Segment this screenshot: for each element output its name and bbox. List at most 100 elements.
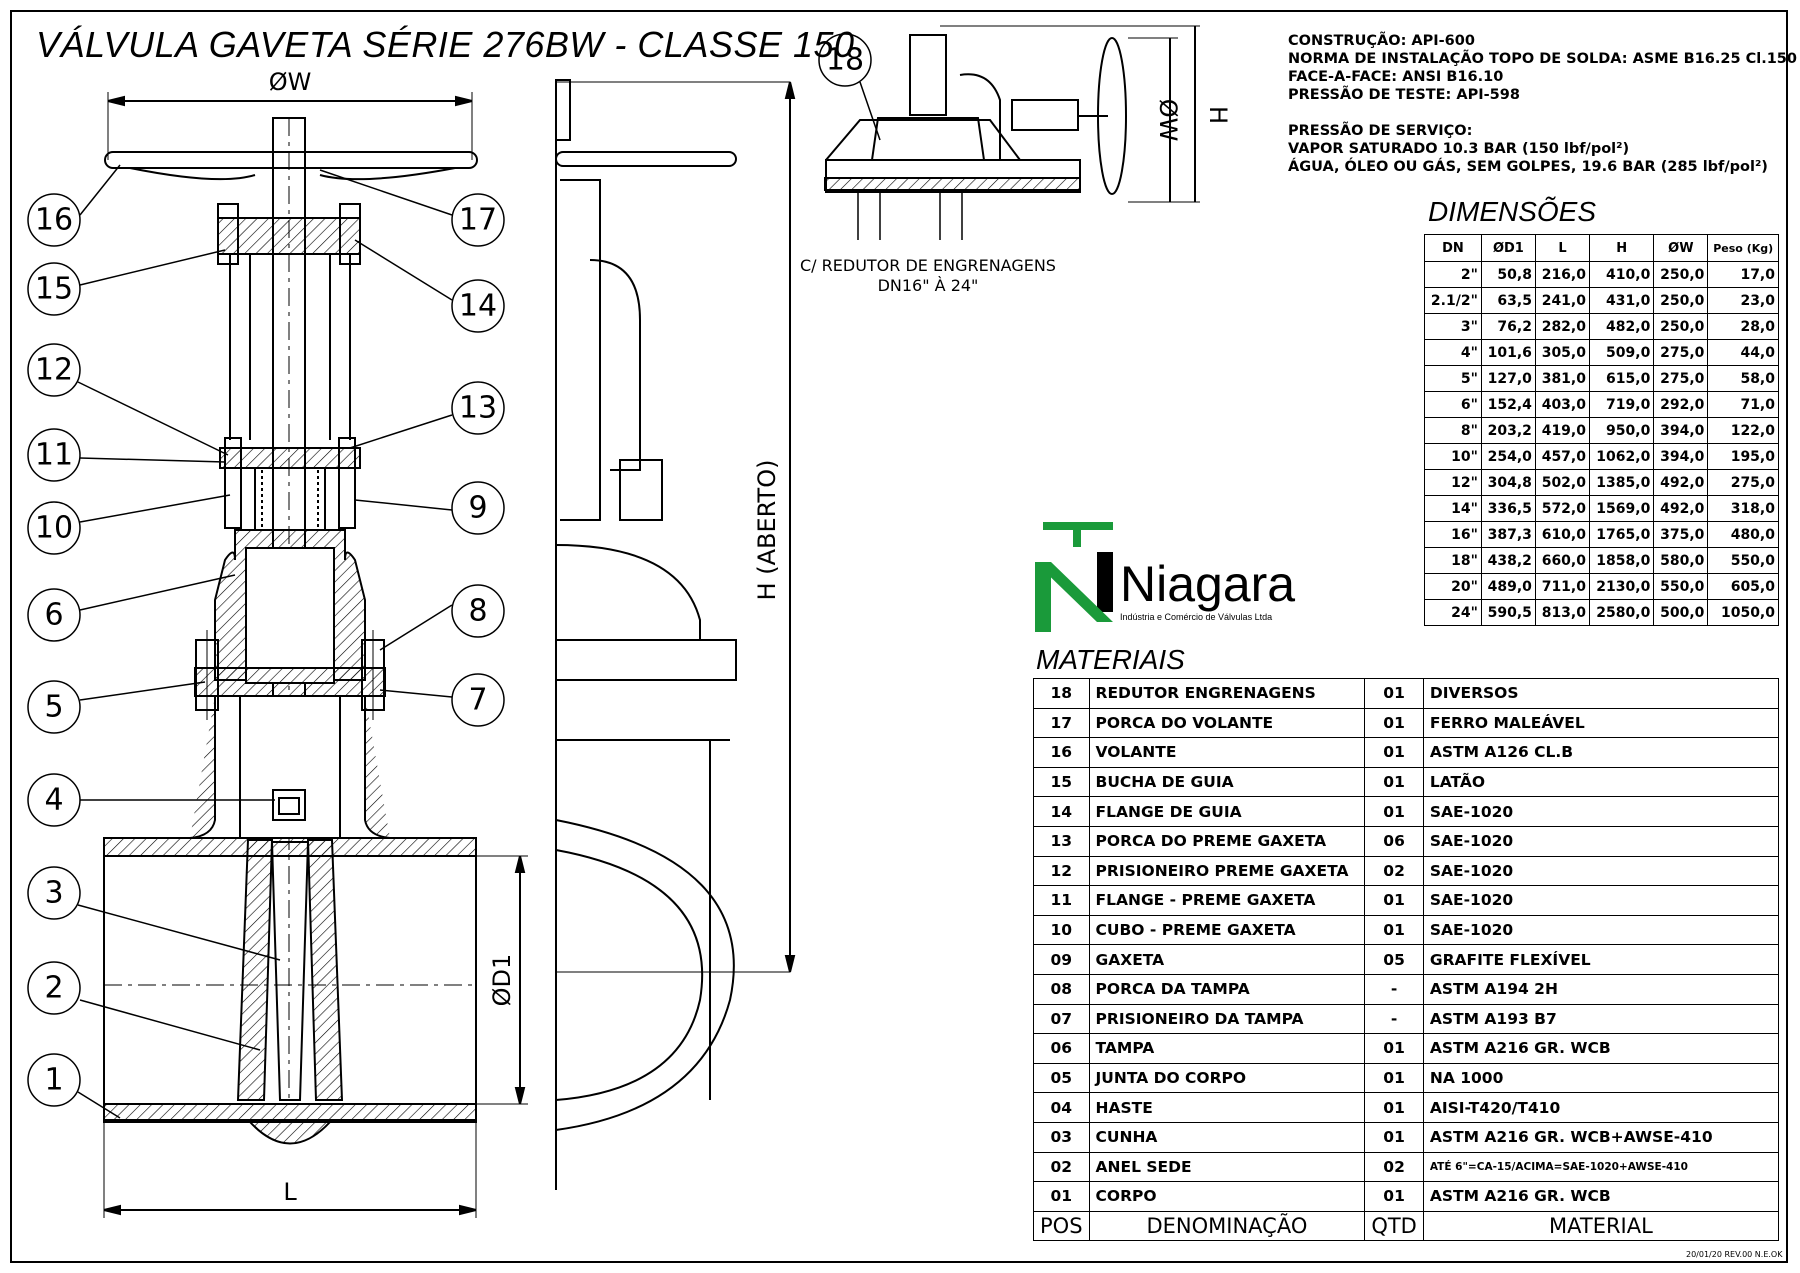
materials-cell: SAE-1020 (1422, 885, 1780, 916)
materials-cell: HASTE (1088, 1092, 1366, 1123)
dimensions-cell: 394,0 (1653, 443, 1709, 470)
dimensions-cell: 216,0 (1534, 261, 1591, 288)
materials-cell: 08 (1033, 973, 1090, 1005)
dimensions-cell: 457,0 (1534, 443, 1591, 470)
materials-cell: SAE-1020 (1422, 825, 1780, 857)
dimensions-cell: 480,0 (1707, 521, 1779, 548)
materials-cell: PORCA DA TAMPA (1088, 973, 1366, 1005)
drawing-frame (10, 10, 1788, 1263)
materials-cell: 12 (1033, 855, 1090, 887)
materials-title: MATERIAIS (1036, 644, 1185, 675)
dimensions-cell: 410,0 (1588, 261, 1655, 288)
callout-1: 1 (44, 1063, 63, 1098)
materials-cell: 14 (1033, 796, 1090, 827)
dimensions-cell: 2.1/2" (1424, 287, 1482, 314)
materials-cell: ASTM A126 CL.B (1422, 737, 1780, 768)
callout-13: 13 (459, 391, 497, 426)
dim-header: H (1588, 234, 1655, 262)
dimensions-cell: 336,5 (1480, 495, 1536, 522)
dimensions-cell: 275,0 (1707, 469, 1779, 496)
dimensions-cell: 50,8 (1480, 261, 1536, 288)
materials-cell: 10 (1033, 914, 1090, 946)
spec-line (1288, 104, 1797, 122)
dimensions-cell: 8" (1424, 417, 1482, 444)
spec-line: CONSTRUÇÃO: API-600 (1288, 33, 1475, 49)
materials-cell: 15 (1033, 766, 1090, 798)
materials-cell: ASTM A216 GR. WCB (1422, 1181, 1780, 1212)
materials-cell: FLANGE DE GUIA (1088, 796, 1366, 827)
materials-cell: 04 (1033, 1092, 1090, 1123)
dimensions-cell: 250,0 (1653, 287, 1709, 314)
dimensions-cell: 10" (1424, 443, 1482, 470)
callout-12: 12 (35, 353, 73, 388)
dimensions-cell: 492,0 (1653, 495, 1709, 522)
drawing-title: VÁLVULA GAVETA SÉRIE 276BW - CLASSE 150 (36, 24, 855, 65)
dimensions-cell: 4" (1424, 339, 1482, 366)
dimensions-cell: 17,0 (1707, 261, 1779, 288)
dimensions-cell: 482,0 (1588, 313, 1655, 340)
materials-cell: 01 (1364, 1033, 1424, 1064)
materials-cell: 01 (1364, 707, 1424, 739)
materials-cell: PRISIONEIRO PREME GAXETA (1088, 855, 1366, 887)
materials-cell: 02 (1364, 855, 1424, 887)
materials-cell: GAXETA (1088, 944, 1366, 975)
materials-cell: 18 (1033, 678, 1090, 709)
materials-cell: ASTM A194 2H (1422, 973, 1780, 1005)
dimensions-cell: 1062,0 (1588, 443, 1655, 470)
materials-cell: NA 1000 (1422, 1062, 1780, 1094)
dimensions-cell: 23,0 (1707, 287, 1779, 314)
dimensions-cell: 241,0 (1534, 287, 1591, 314)
materials-cell: FLANGE - PREME GAXETA (1088, 885, 1366, 916)
materials-cell: ANEL SEDE (1088, 1151, 1366, 1183)
dimensions-cell: 489,0 (1480, 573, 1536, 600)
dimensions-cell: 16" (1424, 521, 1482, 548)
materials-cell: PORCA DO VOLANTE (1088, 707, 1366, 739)
spec-line: VAPOR SATURADO 10.3 BAR (150 lbf/pol²) (1288, 141, 1630, 157)
dimensions-cell: 2130,0 (1588, 573, 1655, 600)
dimensions-cell: 152,4 (1480, 391, 1536, 418)
materials-cell: 01 (1364, 885, 1424, 916)
niagara-logo-mark (1035, 522, 1113, 632)
dimensions-cell: 24" (1424, 599, 1482, 626)
dimensions-cell: 375,0 (1653, 521, 1709, 548)
materials-cell: GRAFITE FLEXÍVEL (1422, 944, 1780, 975)
materials-cell: TAMPA (1088, 1033, 1366, 1064)
dimensions-cell: 6" (1424, 391, 1482, 418)
dimensions-cell: 44,0 (1707, 339, 1779, 366)
dimensions-cell: 1765,0 (1588, 521, 1655, 548)
materials-cell: ATÉ 6"=CA-15/ACIMA=SAE-1020+AWSE-410 (1422, 1151, 1780, 1183)
gear-dim-label-h: H (1204, 106, 1232, 124)
materials-footer-cell: MATERIAL (1422, 1210, 1780, 1242)
dimensions-cell: 502,0 (1534, 469, 1591, 496)
callout-17: 17 (459, 203, 497, 238)
materials-cell: CORPO (1088, 1181, 1366, 1212)
callout-16: 16 (35, 203, 73, 238)
logo-name: Niagara (1120, 556, 1296, 612)
dim-header: L (1534, 234, 1591, 262)
dimensions-cell: 394,0 (1653, 417, 1709, 444)
gear-caption-line-2: DN16" À 24" (877, 276, 979, 295)
materials-cell: ASTM A216 GR. WCB+AWSE-410 (1422, 1121, 1780, 1153)
callout-6: 6 (44, 598, 63, 633)
dimensions-cell: 58,0 (1707, 365, 1779, 392)
materials-cell: LATÃO (1422, 766, 1780, 798)
dimensions-cell: 509,0 (1588, 339, 1655, 366)
spec-line: PRESSÃO DE SERVIÇO: (1288, 123, 1473, 139)
spec-notes: CONSTRUÇÃO: API-600 NORMA DE INSTALAÇÃO … (1288, 32, 1797, 176)
dim-label-h: H (ABERTO) (753, 460, 781, 601)
dimensions-cell: 282,0 (1534, 313, 1591, 340)
